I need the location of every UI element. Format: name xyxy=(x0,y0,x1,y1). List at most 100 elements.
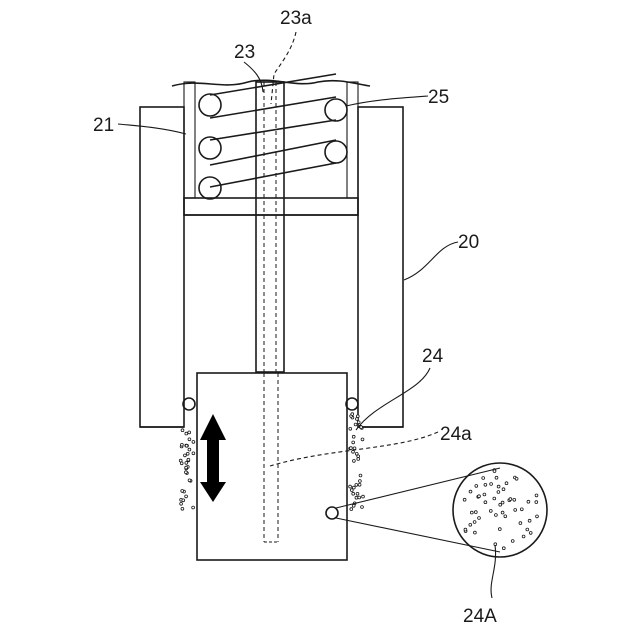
particle-dot xyxy=(513,498,516,501)
particle-dot xyxy=(529,532,532,535)
particle-cloud-right xyxy=(349,413,365,511)
particle-dot xyxy=(184,454,187,457)
spring-housing-21 xyxy=(184,82,358,215)
particle-dot xyxy=(515,477,518,480)
particle-dot xyxy=(187,458,190,461)
outer-housing-20 xyxy=(140,107,403,427)
particle-dot xyxy=(495,514,498,517)
particle-dot xyxy=(350,508,353,511)
particle-dot xyxy=(192,506,195,509)
particle-dot xyxy=(484,483,487,486)
particle-dot xyxy=(192,452,195,455)
particle-dot xyxy=(474,531,477,534)
particle-dot xyxy=(490,483,493,486)
particle-dot xyxy=(478,495,481,498)
particle-dot xyxy=(355,452,358,455)
particle-dot xyxy=(478,517,481,520)
particle-dot xyxy=(181,429,184,432)
seal-ring-left xyxy=(183,398,195,410)
particle-dot xyxy=(188,438,191,441)
particle-dot xyxy=(186,452,189,455)
particle-dot xyxy=(361,506,364,509)
particle-dot xyxy=(469,523,472,526)
particle-dot xyxy=(469,490,472,493)
particle-dot xyxy=(354,423,357,426)
particle-dot xyxy=(495,476,498,479)
particle-dot xyxy=(185,462,188,465)
particle-dot xyxy=(522,535,525,538)
particle-dot xyxy=(527,500,530,503)
particle-dot xyxy=(352,435,355,438)
motion-double-arrow-icon xyxy=(200,414,226,502)
particle-dot xyxy=(483,493,486,496)
particle-dot xyxy=(350,447,353,450)
particle-dot xyxy=(493,470,496,473)
particle-dot xyxy=(357,421,360,424)
particle-dot xyxy=(351,413,354,416)
label-25: 25 xyxy=(428,87,449,108)
particle-cloud-left xyxy=(179,429,195,510)
particle-dot xyxy=(361,438,364,441)
particle-dot xyxy=(185,495,188,498)
particle-dot xyxy=(505,482,508,485)
particle-dot xyxy=(188,479,191,482)
particle-dot xyxy=(188,431,191,434)
particle-dot xyxy=(511,540,514,543)
label-24a: 24a xyxy=(440,424,472,445)
particle-dot xyxy=(350,489,353,492)
particle-dot xyxy=(181,443,184,446)
particle-dot xyxy=(359,480,362,483)
particle-dot xyxy=(475,485,478,488)
particle-dot xyxy=(535,494,538,497)
label-24A: 24A xyxy=(463,606,497,627)
particle-dot xyxy=(502,488,505,491)
particle-dot xyxy=(497,491,500,494)
label-20: 20 xyxy=(458,232,479,253)
particle-dot xyxy=(473,521,476,524)
particle-dot xyxy=(179,459,182,462)
particle-dot xyxy=(484,501,487,504)
particle-dot xyxy=(185,471,188,474)
particle-dot xyxy=(498,528,501,531)
particle-dot xyxy=(526,528,529,531)
particle-dot xyxy=(501,501,504,504)
particle-dot xyxy=(497,485,500,488)
particle-dot xyxy=(349,485,352,488)
particle-dot xyxy=(463,498,466,501)
particle-dot xyxy=(356,492,359,495)
particle-dot xyxy=(352,492,355,495)
particle-dot xyxy=(358,483,361,486)
particle-dot xyxy=(353,460,356,463)
coil-spring-25 xyxy=(199,74,347,199)
particle-dot xyxy=(470,511,473,514)
particle-dot xyxy=(482,477,485,480)
leader-lines xyxy=(118,32,496,598)
particle-dot xyxy=(489,510,492,513)
particle-dot xyxy=(355,484,358,487)
particle-dot xyxy=(528,519,531,522)
particle-dot xyxy=(536,515,539,518)
particle-dot xyxy=(180,502,183,505)
particle-dot xyxy=(474,511,477,514)
magnified-view-24A xyxy=(326,463,547,557)
piston-rod-23 xyxy=(256,82,284,372)
particle-dot xyxy=(464,528,467,531)
particle-dot xyxy=(501,511,504,514)
particle-dot xyxy=(181,507,184,510)
particle-dot xyxy=(499,503,502,506)
particle-dot xyxy=(358,496,361,499)
particle-dot xyxy=(181,490,184,493)
particle-dot xyxy=(355,496,358,499)
particle-dot xyxy=(362,495,365,498)
particle-dot xyxy=(502,547,505,550)
particle-dot xyxy=(349,427,352,430)
particle-dot xyxy=(192,441,195,444)
particle-dot xyxy=(509,498,512,501)
particle-dot xyxy=(356,418,359,421)
label-23: 23 xyxy=(234,42,255,63)
particle-dot xyxy=(357,458,360,461)
particle-dot xyxy=(519,522,522,525)
particle-dot xyxy=(352,441,355,444)
particle-dot xyxy=(185,432,188,435)
